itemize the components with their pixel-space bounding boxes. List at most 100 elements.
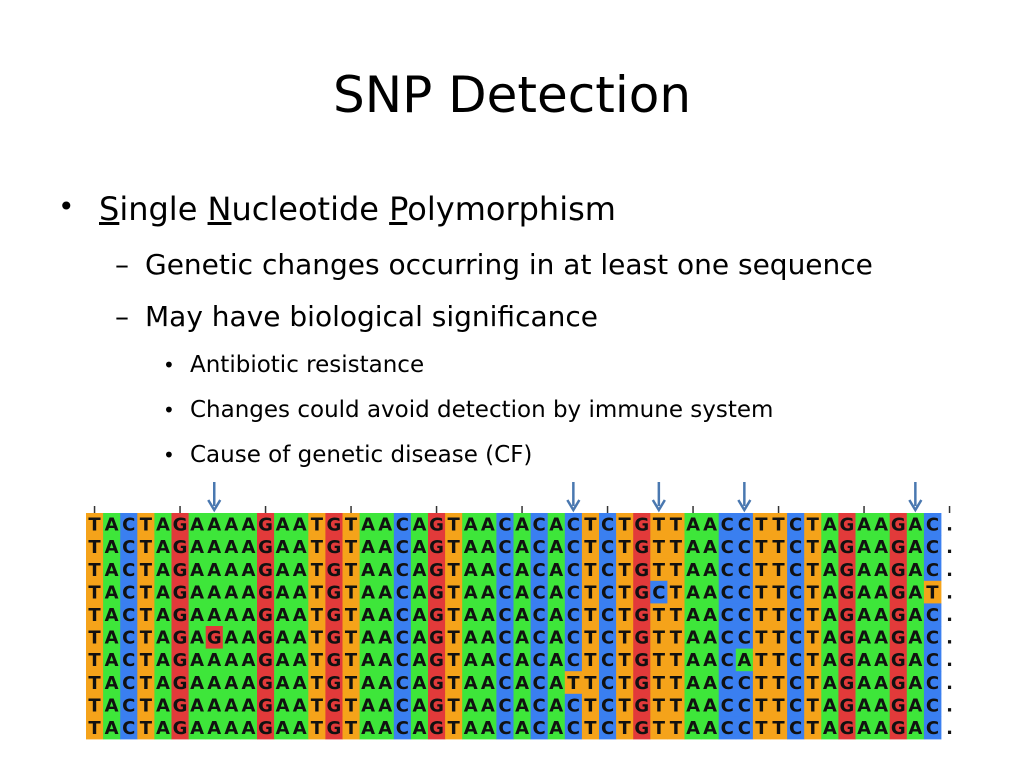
nucleotide-cell xyxy=(359,535,378,559)
nucleotide-cell xyxy=(667,558,685,582)
nucleotide-letter: A xyxy=(549,537,563,558)
nucleotide-letter: A xyxy=(241,537,255,558)
nucleotide-letter: A xyxy=(190,628,204,649)
nucleotide-cell xyxy=(496,648,514,672)
nucleotide-letter: A xyxy=(908,515,922,536)
nucleotide-cell xyxy=(479,671,497,695)
nucleotide-cell xyxy=(86,513,104,536)
nucleotide-cell xyxy=(770,626,788,649)
nucleotide-letter: C xyxy=(122,628,135,649)
nucleotide-letter: T xyxy=(670,582,683,603)
nucleotide-cell xyxy=(889,535,908,559)
nucleotide-cell xyxy=(855,603,873,627)
nucleotide-cell xyxy=(496,603,514,627)
nucleotide-letter: T xyxy=(140,515,153,536)
nucleotide-letter: A xyxy=(481,718,495,739)
nucleotide-cell xyxy=(821,558,839,582)
nucleotide-cell xyxy=(342,648,360,672)
nucleotide-cell xyxy=(325,626,343,649)
nucleotide-letter: C xyxy=(396,650,409,671)
nucleotide-cell xyxy=(547,513,566,536)
nucleotide-letter: G xyxy=(634,628,649,649)
nucleotide-letter: A xyxy=(378,582,392,603)
nucleotide-cell xyxy=(205,693,224,717)
nucleotide-letter: T xyxy=(140,582,153,603)
nucleotide-cell xyxy=(650,648,668,672)
nucleotide-letter: A xyxy=(276,695,290,716)
nucleotide-cell xyxy=(188,580,207,604)
nucleotide-letter: A xyxy=(105,515,119,536)
nucleotide-letter: C xyxy=(567,515,580,536)
nucleotide-letter: T xyxy=(584,650,597,671)
nucleotide-cell xyxy=(787,671,805,695)
nucleotide-letter: G xyxy=(173,695,188,716)
nucleotide-letter: T xyxy=(345,718,358,739)
nucleotide-letter: A xyxy=(224,628,238,649)
nucleotide-letter: T xyxy=(140,605,153,626)
nucleotide-cell xyxy=(205,580,224,604)
nucleotide-cell xyxy=(342,716,360,740)
nucleotide-letter: A xyxy=(515,582,529,603)
nucleotide-cell xyxy=(376,671,395,695)
nucleotide-cell xyxy=(257,513,275,536)
nucleotide-letter: C xyxy=(601,605,614,626)
nucleotide-cell xyxy=(342,535,360,559)
nucleotide-letter: T xyxy=(567,673,580,694)
nucleotide-cell xyxy=(222,603,241,627)
nucleotide-letter: C xyxy=(738,537,751,558)
nucleotide-letter: C xyxy=(122,537,135,558)
nucleotide-letter: A xyxy=(293,515,307,536)
nucleotide-cell xyxy=(564,716,583,740)
nucleotide-cell xyxy=(923,626,942,649)
nucleotide-cell xyxy=(188,693,207,717)
nucleotide-letter: G xyxy=(173,560,188,581)
nucleotide-cell xyxy=(838,580,856,604)
nucleotide-letter: T xyxy=(772,628,785,649)
nucleotide-letter: A xyxy=(156,537,170,558)
nucleotide-cell xyxy=(633,535,651,559)
nucleotide-letter: C xyxy=(498,515,511,536)
nucleotide-letter: T xyxy=(619,695,632,716)
nucleotide-cell xyxy=(616,603,634,627)
nucleotide-letter: A xyxy=(156,605,170,626)
nucleotide-letter: G xyxy=(173,582,188,603)
nucleotide-letter: T xyxy=(448,650,461,671)
nucleotide-cell xyxy=(86,580,104,604)
nucleotide-cell xyxy=(752,535,771,559)
nucleotide-letter: A xyxy=(515,537,529,558)
nucleotide-letter: A xyxy=(224,673,238,694)
nucleotide-letter: A xyxy=(703,628,717,649)
nucleotide-letter: T xyxy=(584,673,597,694)
nucleotide-cell xyxy=(735,535,754,559)
nucleotide-cell xyxy=(889,716,908,740)
nucleotide-letter: A xyxy=(378,650,392,671)
nucleotide-cell xyxy=(701,558,720,582)
nucleotide-cell xyxy=(770,671,788,695)
nucleotide-letter: G xyxy=(891,695,906,716)
nucleotide-cell xyxy=(291,513,309,536)
nucleotide-letter: C xyxy=(926,695,939,716)
nucleotide-letter: C xyxy=(533,515,546,536)
nucleotide-letter: C xyxy=(533,718,546,739)
nucleotide-letter: C xyxy=(601,515,614,536)
nucleotide-letter: G xyxy=(429,560,444,581)
nucleotide-letter: C xyxy=(396,605,409,626)
nucleotide-letter: A xyxy=(361,628,375,649)
nucleotide-cell xyxy=(359,716,378,740)
nucleotide-letter: T xyxy=(653,673,666,694)
nucleotide-letter: G xyxy=(891,605,906,626)
nucleotide-cell xyxy=(393,580,412,604)
nucleotide-cell xyxy=(188,671,207,695)
nucleotide-letter: A xyxy=(412,515,426,536)
nucleotide-letter: T xyxy=(755,582,768,603)
nucleotide-cell xyxy=(701,693,720,717)
nucleotide-letter: T xyxy=(772,605,785,626)
nucleotide-letter: G xyxy=(840,673,855,694)
nucleotide-cell xyxy=(787,626,805,649)
nucleotide-cell xyxy=(838,513,856,536)
nucleotide-letter: G xyxy=(840,560,855,581)
nucleotide-cell xyxy=(308,626,326,649)
nucleotide-letter: A xyxy=(908,718,922,739)
nucleotide-cell xyxy=(393,716,412,740)
nucleotide-cell xyxy=(564,648,583,672)
